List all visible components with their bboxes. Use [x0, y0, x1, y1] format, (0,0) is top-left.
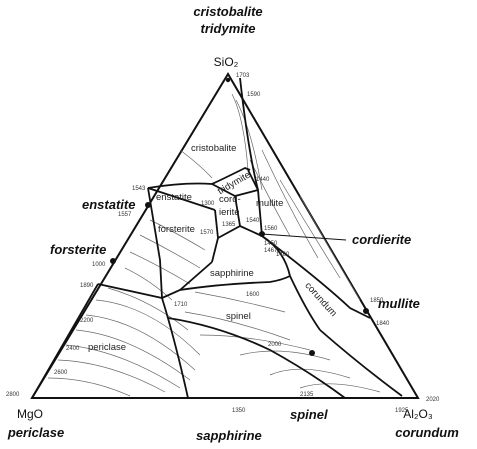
temp-1467: 1467: [264, 248, 278, 254]
field-periclase: periclase: [88, 342, 126, 353]
temp-1925: 1925: [395, 408, 409, 414]
forsterite-point: [110, 258, 116, 264]
compound-forsterite-label: forsterite: [50, 242, 106, 257]
temp-1300: 1300: [201, 201, 215, 207]
mullite-point: [363, 308, 369, 314]
temp-2600: 2600: [54, 370, 68, 376]
compound-enstatite-label: enstatite: [82, 197, 135, 212]
ternary-triangle: [30, 72, 420, 399]
temp-2000: 2000: [268, 342, 282, 348]
field-boundaries: [31, 77, 403, 399]
temp-1350: 1350: [232, 408, 246, 414]
compound-cordierite-label: cordierite: [352, 232, 411, 247]
vertex-sio2-label: SiO₂: [214, 55, 239, 69]
temp-1560: 1560: [264, 226, 278, 232]
temp-2020: 2020: [426, 397, 440, 403]
vertex-al2o3-label: Al₂O₃: [403, 407, 433, 421]
field-spinel: spinel: [226, 311, 251, 322]
temp-1460: 1460: [276, 252, 290, 258]
temp-1000: 1000: [92, 262, 106, 268]
field-cristobalite: cristobalite: [191, 143, 236, 154]
compound-mullite-label: mullite: [378, 296, 420, 311]
field-enstatite: enstatite: [156, 192, 192, 203]
field-cord: cord-: [219, 194, 241, 205]
field-sapphirine: sapphirine: [210, 268, 254, 279]
spinel-sapphirine-point: [309, 350, 315, 356]
field-ierite: ierite: [219, 207, 240, 218]
temp-1590: 1590: [247, 92, 261, 98]
corner-periclase-label: periclase: [7, 425, 64, 440]
temp-1850: 1850: [370, 298, 384, 304]
enstatite-point: [145, 202, 151, 208]
temp-2400: 2400: [66, 346, 80, 352]
temperature-labels: 1703 1590 1543 1557 1000 1890 2800 1350 …: [6, 73, 440, 414]
top-label-cristobalite: cristobalite: [193, 4, 262, 19]
cordierite-leader: [261, 233, 347, 241]
temp-1840: 1840: [376, 321, 390, 327]
temp-1543: 1543: [132, 186, 146, 192]
temp-1570: 1570: [200, 230, 214, 236]
temp-1540: 1540: [246, 218, 260, 224]
temp-1600: 1600: [246, 292, 260, 298]
temp-2800: 2800: [6, 392, 20, 398]
temp-1450: 1450: [264, 241, 278, 247]
compound-sapphirine-label: sapphirine: [196, 428, 262, 443]
field-mullite: mullite: [256, 198, 283, 209]
sio2-point: [225, 77, 231, 83]
temp-1703: 1703: [236, 73, 250, 79]
isotherm-lines: [47, 93, 381, 397]
temp-1365: 1365: [222, 222, 236, 228]
temp-1890: 1890: [80, 283, 94, 289]
temp-1557: 1557: [118, 212, 132, 218]
corner-corundum-label: corundum: [395, 425, 459, 440]
top-label-tridymite: tridymite: [201, 21, 256, 36]
vertex-mgo-label: MgO: [17, 407, 43, 421]
temp-2135: 2135: [300, 392, 314, 398]
temp-1710: 1710: [174, 302, 188, 308]
field-corundum: corundum: [302, 280, 338, 319]
compound-spinel-label: spinel: [290, 407, 328, 422]
temp-2200: 2200: [80, 318, 94, 324]
field-forsterite: forsterite: [158, 224, 195, 235]
temp-1440: 1440: [256, 177, 270, 183]
